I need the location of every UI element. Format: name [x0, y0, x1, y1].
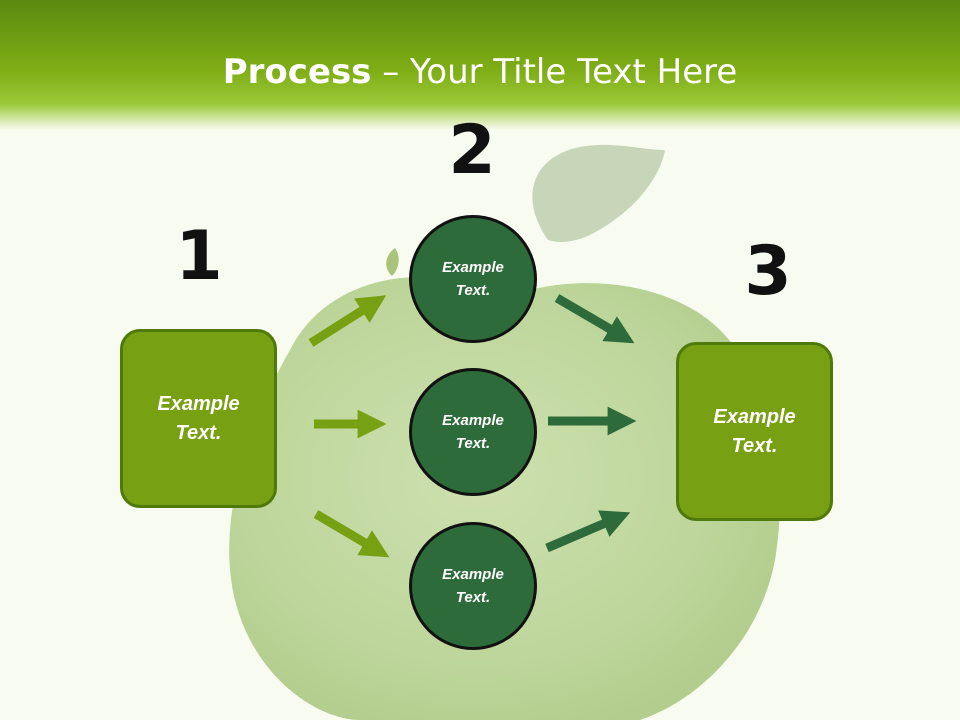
step-number-1: 1 — [175, 217, 223, 296]
left-step-box: Example Text. — [120, 329, 277, 508]
apple-stem-shape — [386, 248, 399, 276]
title-bar — [0, 0, 960, 130]
arrow-from-top-circle — [554, 294, 635, 344]
right-box-label: Example Text. — [713, 405, 796, 457]
title-rest: – Your Title Text Here — [371, 52, 738, 92]
circle-label: Example Text. — [442, 412, 504, 452]
step-number-3: 3 — [744, 232, 792, 311]
step-number-2: 2 — [448, 111, 496, 190]
circle-label: Example Text. — [442, 566, 504, 606]
process-circle-top: Example Text. — [409, 215, 537, 343]
apple-leaf-shape — [532, 144, 665, 243]
circle-label: Example Text. — [442, 259, 504, 299]
right-step-box: Example Text. — [676, 342, 833, 521]
arrow-to-top-circle — [308, 295, 387, 347]
title-strong: Process — [222, 52, 372, 92]
apple-body-shape — [229, 277, 780, 720]
process-circle-bottom: Example Text. — [409, 522, 537, 650]
page-title: Process – Your Title Text Here — [0, 52, 960, 92]
arrow-to-bottom-circle — [313, 510, 390, 558]
arrow-from-bottom-circle — [545, 510, 631, 553]
left-box-label: Example Text. — [157, 392, 240, 444]
process-circle-middle: Example Text. — [409, 368, 537, 496]
